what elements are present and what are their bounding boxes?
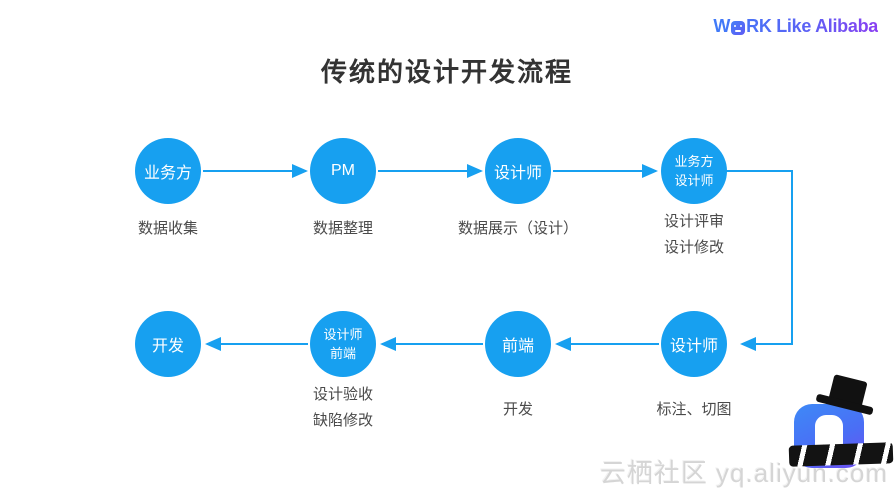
flow-node-frontend: 前端 <box>485 311 551 377</box>
flow-node-designer2: 设计师 <box>661 311 727 377</box>
node-sublabel: 开发 <box>502 401 533 418</box>
node-label-line: 设计师 <box>323 327 363 342</box>
node-sublabel: 标注、切图 <box>656 401 732 418</box>
aliyun-mascot <box>782 374 894 498</box>
flow-node-designer: 设计师 <box>485 138 551 204</box>
node-sublabel-line: 设计评审 <box>663 213 724 230</box>
node-sublabel-line: 缺陷修改 <box>312 412 373 429</box>
node-sublabel-line: 设计验收 <box>312 386 373 403</box>
node-label-line: 设计师 <box>674 173 714 188</box>
brand-logo-o-icon <box>731 20 746 35</box>
connector-review-to-designer2 <box>726 170 793 351</box>
page-title: 传统的设计开发流程 <box>320 57 573 87</box>
node-sublabel: 设计评审 设计修改 <box>624 209 764 261</box>
node-label-line: 前端 <box>329 346 356 361</box>
flow-node-dev: 开发 <box>135 311 201 377</box>
mascot-sunglasses-icon <box>788 442 894 467</box>
node-sublabel: 设计验收 缺陷修改 <box>273 382 413 434</box>
mascot-body <box>788 404 894 468</box>
node-label-line: 业务方 <box>674 154 714 169</box>
flow-node-pm: PM <box>310 138 376 204</box>
node-sublabel: 数据收集 <box>137 220 198 237</box>
flow-node-review: 业务方 设计师 <box>661 138 727 204</box>
node-sublabel: 数据展示（设计） <box>457 220 578 237</box>
node-sublabel-line: 设计修改 <box>663 239 724 256</box>
node-sublabel: 数据整理 <box>312 220 373 237</box>
flow-node-business: 业务方 <box>135 138 201 204</box>
flow-node-acceptance: 设计师 前端 <box>310 311 376 377</box>
